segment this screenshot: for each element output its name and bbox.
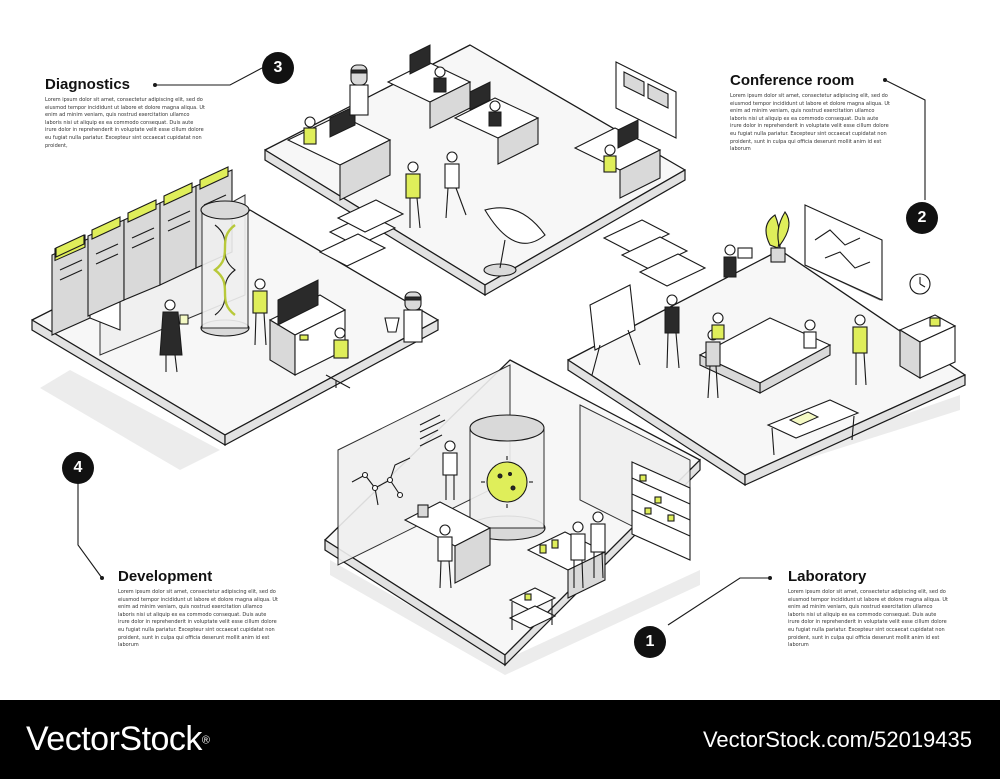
stairs-right bbox=[602, 219, 707, 287]
stock-id-url: VectorStock.com/52019435 bbox=[702, 726, 972, 752]
lab-bench bbox=[526, 531, 607, 599]
water-cooler bbox=[403, 291, 423, 343]
conference-number-badge: 2 bbox=[906, 202, 938, 234]
satellite-dish bbox=[483, 207, 546, 277]
conference-room-title: Conference room bbox=[730, 72, 855, 89]
server-racks bbox=[51, 166, 233, 336]
stairs-left bbox=[318, 199, 405, 267]
wall-board bbox=[615, 61, 677, 139]
scientist-woman bbox=[159, 299, 189, 373]
vectorstock-logo: VectorStock® bbox=[26, 720, 210, 759]
side-cabinet bbox=[898, 314, 957, 379]
projection-screen bbox=[804, 204, 883, 301]
laboratory-title: Laboratory bbox=[788, 568, 867, 585]
office-desk bbox=[573, 119, 662, 199]
diagnostics-room bbox=[31, 166, 439, 447]
office-room bbox=[264, 44, 707, 297]
office-desk bbox=[453, 81, 540, 165]
laboratory-description: Lorem ipsum dolor sit amet, consectetur … bbox=[788, 589, 948, 649]
conference-room bbox=[567, 204, 966, 487]
lab-bench bbox=[403, 501, 492, 584]
wall-clock bbox=[909, 273, 931, 295]
development-description: Lorem ipsum dolor sit amet, consectetur … bbox=[118, 589, 278, 649]
diagnostics-number-badge: 3 bbox=[262, 52, 294, 84]
handshake-people bbox=[405, 151, 467, 229]
technician-man bbox=[252, 278, 268, 346]
registered-mark: ® bbox=[201, 734, 211, 747]
development-label: Development Lorem ipsum dolor sit amet, … bbox=[118, 568, 278, 650]
waste-bin bbox=[384, 317, 400, 333]
water-cooler bbox=[349, 64, 369, 116]
potted-plant bbox=[765, 211, 790, 263]
side-table bbox=[766, 399, 860, 456]
lab-trolley bbox=[508, 587, 557, 630]
development-number-badge: 4 bbox=[62, 452, 94, 484]
conference-room-description: Lorem ipsum dolor sit amet, consectetur … bbox=[730, 93, 890, 153]
laboratory-label: Laboratory Lorem ipsum dolor sit amet, c… bbox=[788, 568, 948, 650]
diagnostics-label: Diagnostics Lorem ipsum dolor sit amet, … bbox=[45, 76, 205, 150]
virus-capsule bbox=[468, 414, 546, 541]
diagnostics-title: Diagnostics bbox=[45, 76, 131, 93]
dna-capsule bbox=[200, 200, 250, 337]
leader-lines bbox=[77, 67, 926, 626]
meeting-participants bbox=[664, 244, 868, 399]
diagnostics-description: Lorem ipsum dolor sit amet, consectetur … bbox=[45, 97, 205, 149]
lab-scientists bbox=[437, 440, 606, 589]
laboratory-room bbox=[324, 359, 701, 667]
operator-seated bbox=[325, 327, 351, 389]
molecule-diagram bbox=[351, 414, 446, 506]
development-title: Development bbox=[118, 568, 213, 585]
vectorstock-brand: VectorStock bbox=[26, 720, 202, 758]
conference-room-label: Conference room Lorem ipsum dolor sit am… bbox=[730, 72, 890, 154]
flipchart bbox=[589, 284, 641, 376]
office-desk bbox=[386, 44, 472, 129]
laboratory-number-badge: 1 bbox=[634, 626, 666, 658]
lab-shelving bbox=[631, 461, 691, 561]
watermark-footer: VectorStock® VectorStock.com/52019435 bbox=[0, 700, 1000, 779]
office-desk bbox=[286, 105, 392, 201]
control-console bbox=[268, 279, 347, 376]
isometric-office-illustration: .fl { fill: #f7f7f7; stroke: #1a1a1a; st… bbox=[31, 44, 966, 675]
